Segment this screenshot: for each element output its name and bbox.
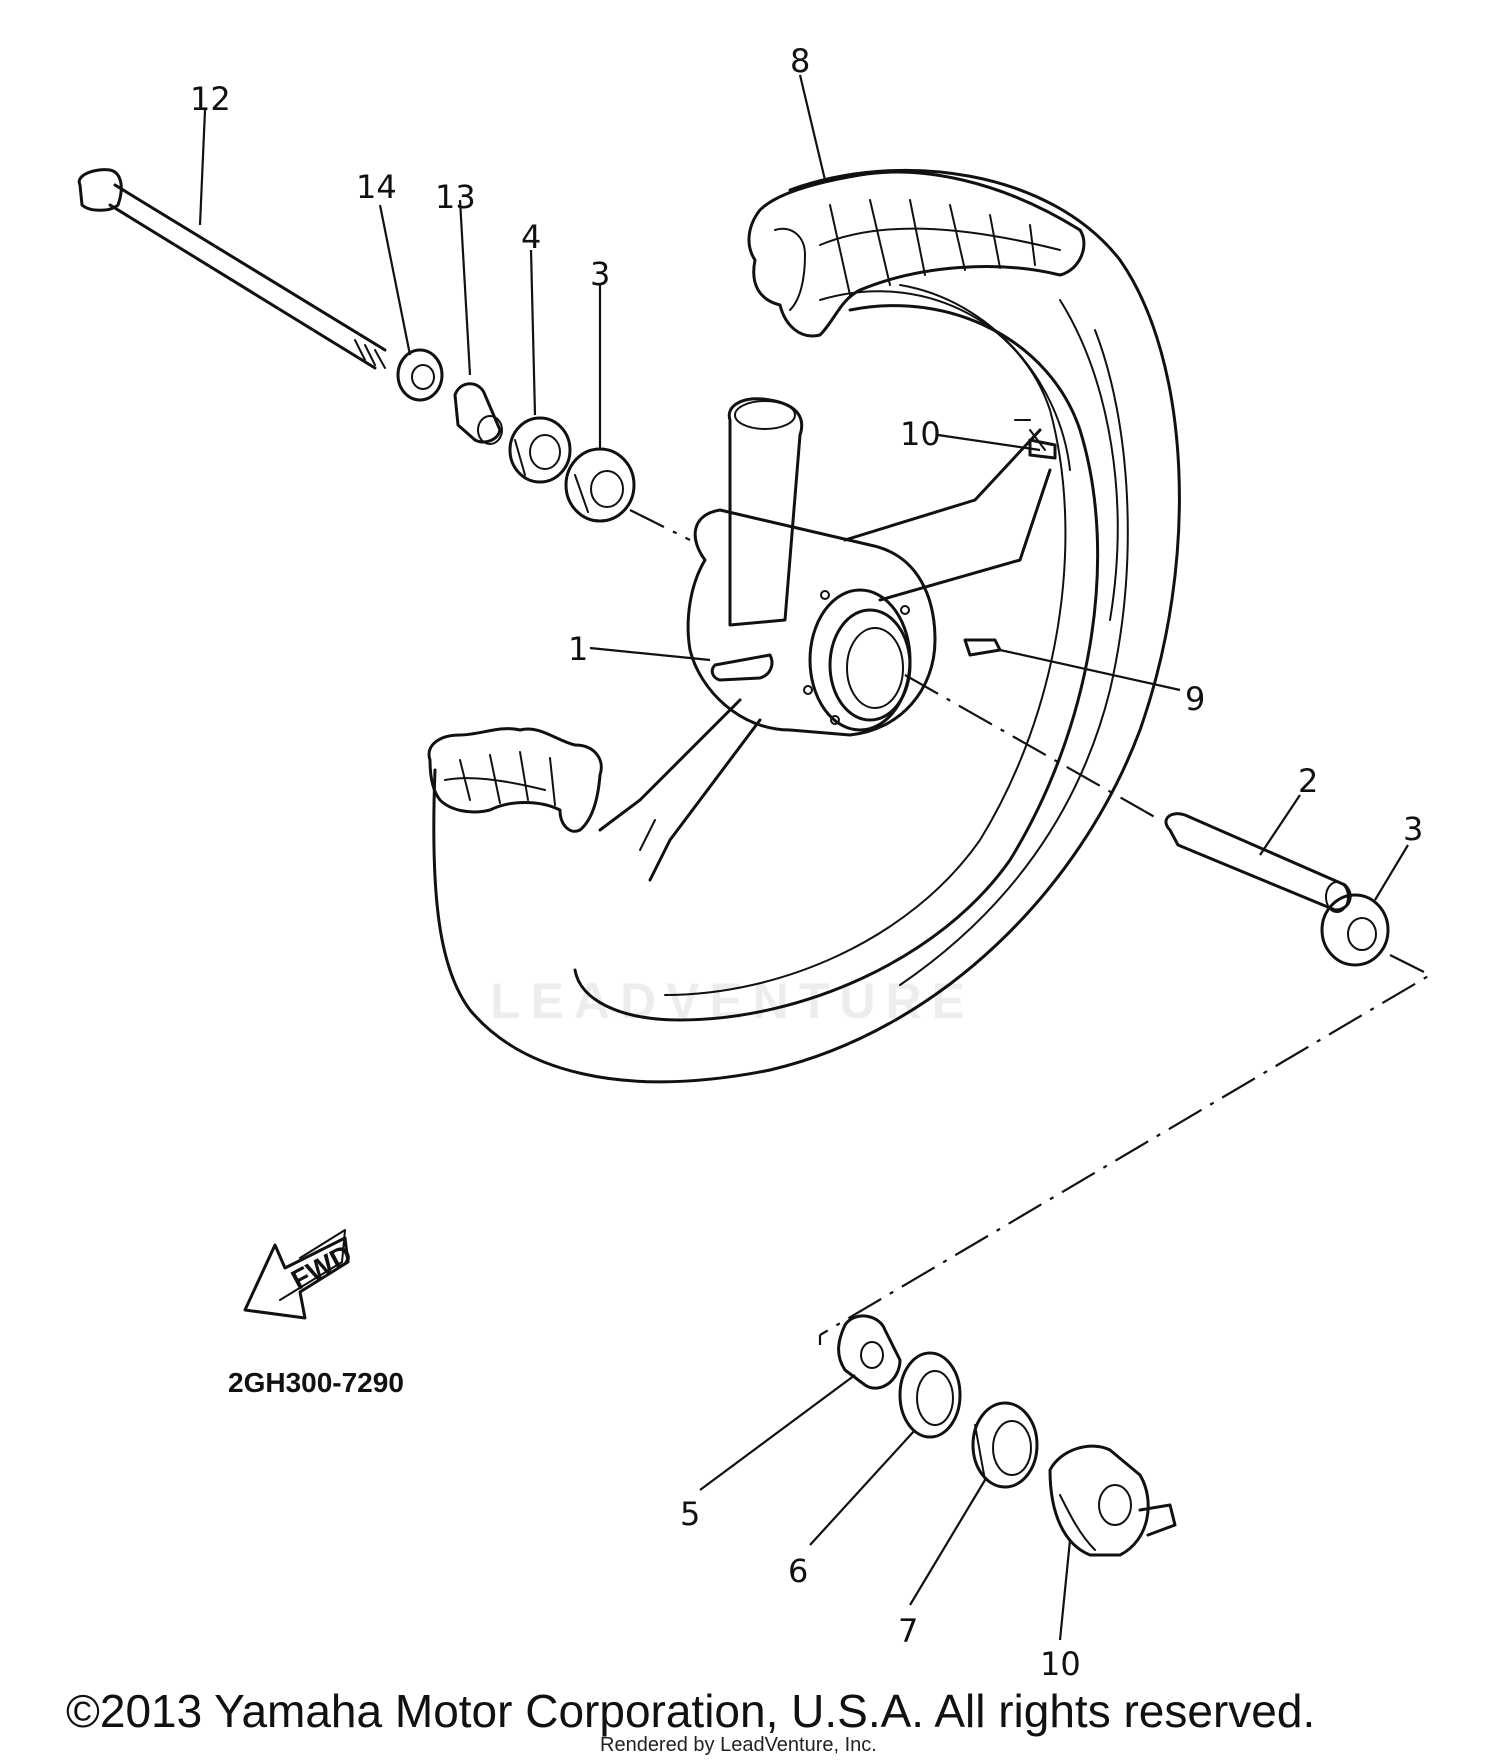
callout-2: 2 — [1298, 762, 1318, 800]
axle-bolt — [77, 168, 387, 370]
bearing-3-right — [1320, 893, 1390, 967]
oil-seal-4 — [508, 416, 572, 484]
callout-3-left: 3 — [590, 255, 610, 293]
callout-8: 8 — [790, 42, 810, 80]
wheel-spokes — [598, 419, 1052, 882]
meter-clutch-5 — [837, 1314, 902, 1390]
callout-10: 10 — [900, 415, 941, 453]
copyright-text: ©2013 Yamaha Motor Corporation, U.S.A. A… — [66, 1685, 1316, 1737]
balance-weight-9 — [963, 638, 1002, 657]
callout-13: 13 — [435, 178, 476, 216]
callout-3-right: 3 — [1403, 810, 1423, 848]
callout-11: 10 — [1040, 1645, 1081, 1683]
meter-gear-unit-11 — [1048, 1444, 1177, 1557]
collar-14 — [396, 348, 444, 402]
callout-1: 1 — [568, 630, 588, 668]
callouts: 12 14 13 4 3 8 10 1 9 2 3 5 6 7 10 — [190, 42, 1423, 1683]
watermark: LEADVENTURE — [490, 973, 976, 1029]
oil-seal-6 — [898, 1351, 962, 1439]
credit-text: Rendered by LeadVenture, Inc. — [600, 1734, 877, 1756]
bearing-7 — [971, 1401, 1039, 1489]
callout-5: 5 — [680, 1495, 700, 1533]
fwd-label: FWD — [286, 1239, 357, 1296]
assembly-centerlines — [629, 509, 1433, 1345]
bearing-3-left — [564, 447, 636, 523]
callout-12: 12 — [190, 80, 231, 118]
part-code: 2GH300-7290 — [228, 1367, 404, 1398]
spacer-2 — [1164, 812, 1352, 913]
callout-14: 14 — [356, 168, 397, 206]
collar-13 — [453, 382, 503, 445]
fwd-arrow: FWD — [243, 1229, 357, 1320]
rim-band-10 — [1028, 438, 1057, 460]
callout-9: 9 — [1185, 680, 1205, 718]
wheel-rim — [427, 168, 1181, 1084]
wheel-hub — [686, 397, 937, 737]
callout-6: 6 — [788, 1552, 808, 1590]
leader-lines — [198, 74, 1409, 1641]
callout-4: 4 — [521, 218, 541, 256]
callout-7: 7 — [898, 1612, 918, 1650]
